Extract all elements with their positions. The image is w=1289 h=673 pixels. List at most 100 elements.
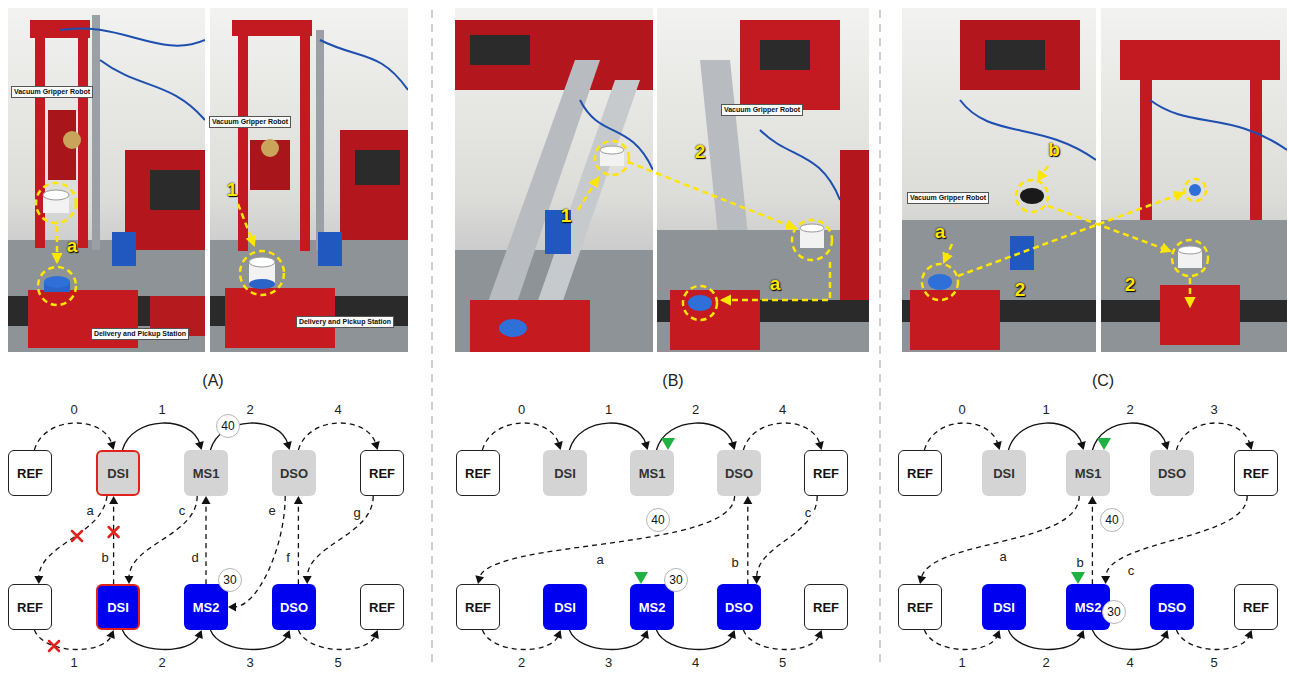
count-circle: 40	[216, 414, 240, 438]
connector-line	[39, 496, 107, 578]
factory-photo	[340, 130, 408, 240]
factory-photo	[125, 150, 205, 250]
edge-label: c	[177, 503, 188, 518]
selection-triangle	[1071, 572, 1085, 584]
factory-photo	[902, 8, 1096, 352]
edge-label: 1	[68, 655, 79, 670]
count-circle: 30	[664, 568, 688, 592]
station-box: MS2	[630, 584, 674, 630]
connector	[482, 630, 561, 650]
factory-photo	[210, 8, 408, 352]
reference-box: REF	[804, 584, 848, 630]
edge-label: 0	[68, 402, 79, 417]
connector	[1101, 496, 1247, 584]
edge-label: g	[351, 505, 362, 520]
connector	[202, 496, 211, 584]
connector	[569, 423, 649, 450]
factory-photo	[470, 35, 530, 65]
arrow-head	[195, 441, 204, 450]
factory-photo	[760, 130, 840, 200]
box-label: DSI	[993, 466, 1015, 481]
connector-line	[298, 423, 376, 450]
box-label: REF	[465, 600, 491, 615]
reference-box: REF	[360, 584, 404, 630]
factory-photo	[1178, 246, 1202, 254]
factory-photo	[320, 40, 408, 90]
arrow-head	[814, 630, 822, 639]
connector-line	[743, 630, 819, 650]
edge-label: 5	[777, 655, 788, 670]
factory-photo	[688, 295, 712, 311]
connector-line	[482, 630, 558, 650]
connector	[1092, 423, 1169, 450]
connector-line	[1092, 502, 1093, 584]
factory-photo	[910, 290, 1000, 350]
connector	[656, 630, 735, 650]
box-label: DSI	[107, 466, 129, 481]
connector	[122, 423, 203, 450]
factory-photo	[261, 139, 279, 157]
factory-photo	[318, 232, 342, 266]
connector	[303, 496, 374, 584]
arrow-head	[107, 441, 116, 450]
factory-photo	[1120, 40, 1280, 80]
movement-arrow	[57, 162, 1190, 306]
highlight-circle	[683, 286, 717, 320]
box-label: DSI	[107, 600, 129, 615]
factory-photo	[499, 319, 527, 337]
connector	[752, 496, 817, 584]
factory-photo	[960, 20, 1080, 90]
sign-label: Vacuum Gripper Robot	[721, 104, 803, 116]
box-label: 30	[223, 573, 236, 588]
divider	[879, 10, 881, 665]
box-label: 30	[669, 573, 682, 588]
arrow-head	[992, 630, 1000, 639]
sign-label: Vacuum Gripper Robot	[907, 192, 989, 204]
box-label: DSI	[993, 600, 1015, 615]
reference-box: REF	[456, 450, 500, 496]
edge-label: 3	[244, 655, 255, 670]
edge-label: e	[266, 503, 277, 518]
reference-box: REF	[8, 450, 52, 496]
callout-letter: a	[67, 236, 78, 256]
arrow-head	[743, 496, 752, 504]
highlight-circle	[1016, 180, 1048, 212]
edge-label: c	[803, 505, 814, 520]
factory-photo	[960, 100, 1096, 160]
factory-photo	[210, 8, 408, 352]
factory-photo	[43, 190, 69, 200]
arrow-head	[1160, 630, 1168, 639]
factory-photo	[250, 140, 290, 190]
factory-photo	[1250, 80, 1262, 220]
arrow-head	[475, 575, 484, 584]
edge-label: 2	[690, 402, 701, 417]
connector	[569, 630, 648, 650]
arrow-head	[641, 441, 650, 450]
arrow-head	[728, 441, 737, 450]
factory-photo	[1020, 188, 1044, 204]
connector-line	[1092, 630, 1165, 650]
connector	[298, 630, 378, 650]
arrow-head	[1076, 630, 1084, 639]
edge-label: 5	[1208, 655, 1219, 670]
box-label: REF	[1243, 466, 1269, 481]
callout-letter: 1	[227, 180, 238, 200]
count-circle: 40	[646, 508, 670, 532]
callout-letter: 1	[561, 206, 572, 226]
factory-photo	[100, 60, 205, 120]
box-label: DSO	[280, 600, 308, 615]
connector-line	[743, 423, 820, 450]
factory-photo	[60, 28, 205, 45]
factory-photo	[985, 40, 1045, 70]
connector-line	[129, 496, 197, 578]
connector-line	[205, 502, 206, 584]
connector	[298, 423, 379, 450]
connector	[1176, 423, 1253, 450]
factory-photo	[316, 30, 324, 250]
box-label: REF	[465, 466, 491, 481]
edge-label: 4	[332, 402, 343, 417]
connector	[125, 496, 198, 584]
connector-line	[113, 502, 114, 584]
callout-letter: 2	[695, 142, 706, 162]
factory-photo	[63, 131, 81, 149]
